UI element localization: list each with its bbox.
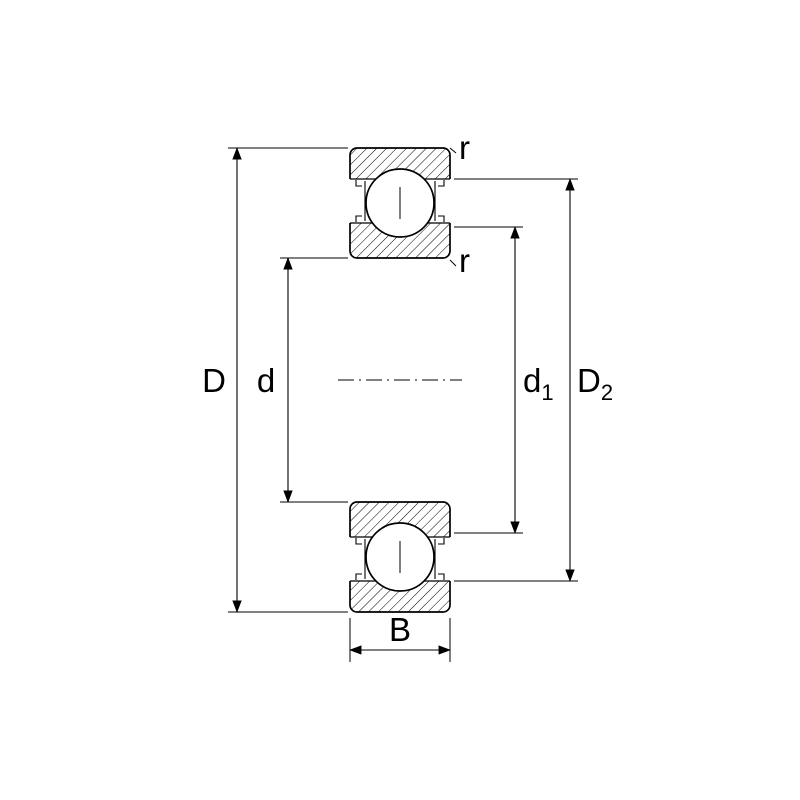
dimension-B: B <box>349 611 451 662</box>
dimension-D2: D2 <box>454 178 613 582</box>
leader-line <box>449 147 457 154</box>
shield-right-anchor-bottom <box>438 573 445 580</box>
leader-line <box>449 259 457 267</box>
shield-right-anchor-bottom <box>438 215 445 222</box>
label-d1-subscript: 1 <box>541 380 553 405</box>
shield-right-anchor-top <box>438 180 445 187</box>
label-d: d <box>257 362 275 399</box>
shield-left <box>355 180 366 222</box>
fillet-callout-r-outer: r <box>449 129 470 166</box>
shield-left-anchor-bottom <box>355 215 362 222</box>
label-r-outer: r <box>459 129 470 166</box>
label-d1: d1 <box>523 362 554 405</box>
shield-left <box>355 538 366 580</box>
shield-left-anchor-bottom <box>355 573 362 580</box>
shield-right <box>434 180 445 222</box>
label-D2: D2 <box>577 362 613 405</box>
fillet-callout-r-inner: r <box>449 242 470 279</box>
dimension-d1: d1 <box>454 226 554 534</box>
shield-left-anchor-top <box>355 538 362 545</box>
shield-left-anchor-top <box>355 180 362 187</box>
label-d1-base: d <box>523 362 541 399</box>
label-D: D <box>202 362 226 399</box>
shield-right-anchor-top <box>438 538 445 545</box>
dimension-D: D <box>202 147 348 613</box>
shield-right <box>434 538 445 580</box>
label-D2-subscript: 2 <box>601 380 613 405</box>
label-D2-base: D <box>577 362 601 399</box>
bearing-cross-section-top <box>347 147 453 259</box>
label-r-inner: r <box>459 242 470 279</box>
label-B: B <box>389 611 411 648</box>
bearing-cross-section-bottom <box>347 501 453 613</box>
dimension-d: d <box>257 257 348 503</box>
